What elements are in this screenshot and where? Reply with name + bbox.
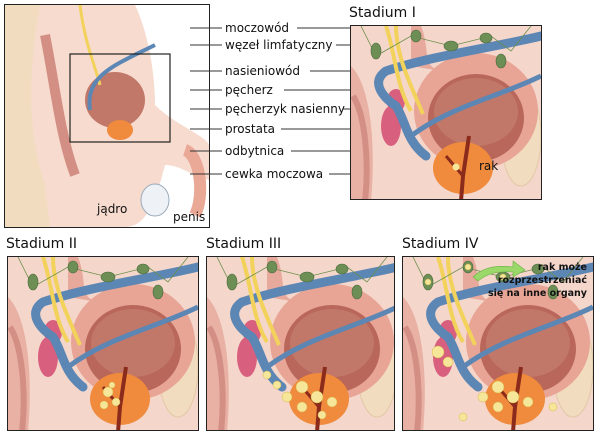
label-cancer: rak: [479, 159, 499, 173]
label-bladder: pęcherz: [225, 83, 273, 97]
label-testicle: jądro: [97, 202, 128, 216]
stage-1-title: Stadium I: [349, 5, 416, 21]
stage-4-panel: rak może rozprzestrzeniać się na inne or…: [402, 256, 594, 431]
label-urethra: cewka moczowa: [225, 167, 324, 181]
label-lymph-node: węzeł limfatyczny: [225, 38, 333, 52]
label-penis: penis: [173, 210, 206, 224]
label-vas-deferens: nasieniowód: [225, 64, 300, 78]
stage-3-title: Stadium III: [206, 236, 282, 252]
body-sagittal-drawing: [5, 5, 209, 227]
spread-note: rak może rozprzestrzeniać się na inne or…: [488, 261, 587, 300]
label-rectum: odbytnica: [225, 144, 285, 158]
label-prostate: prostata: [225, 122, 275, 136]
stage-1-panel: [350, 25, 542, 200]
stage-2-title: Stadium II: [6, 236, 77, 252]
stage-4-title: Stadium IV: [402, 236, 479, 252]
spread-note-line: się na inne organy: [487, 288, 587, 299]
spread-note-line: rozprzestrzeniać: [497, 275, 587, 286]
label-seminal-vesicle: pęcherzyk nasienny: [225, 102, 345, 116]
label-ureter: moczowód: [225, 21, 290, 35]
overview-illustration: jądro penis: [4, 4, 210, 228]
spread-note-line: rak może: [537, 262, 587, 273]
stage-3-panel: [206, 256, 395, 431]
stage-2-panel: [7, 256, 199, 431]
spread-arrow: [472, 260, 526, 282]
